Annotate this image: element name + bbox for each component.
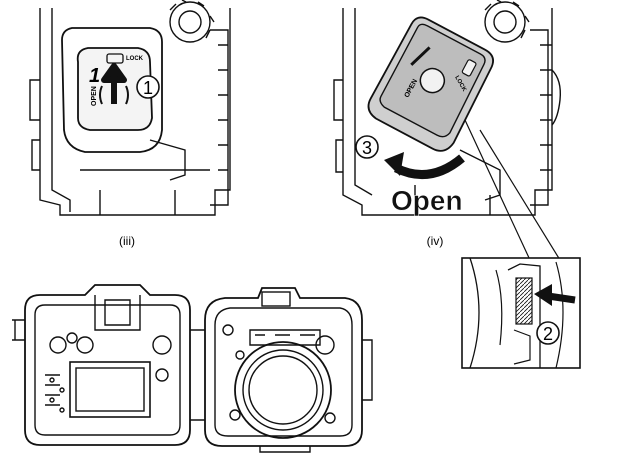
- open-action-label: Open: [391, 185, 463, 216]
- step-marker-2: 2: [536, 321, 560, 345]
- caption-iv: (iv): [427, 234, 444, 248]
- step-marker-2-number: 2: [543, 324, 553, 344]
- step-marker-1: 1: [136, 75, 160, 99]
- open-housing-rear-door: [12, 284, 191, 446]
- knob-open-label-iii: OPEN: [91, 86, 98, 106]
- panel-iii-housing: [29, 0, 231, 216]
- panel-iv-housing: [333, 0, 562, 261]
- rotate-arrow: [384, 152, 465, 179]
- step-marker-3-number: 3: [362, 138, 372, 158]
- step-marker-1-number: 1: [143, 78, 153, 98]
- caption-iii: (iii): [119, 234, 135, 248]
- open-housing-front-body: [190, 287, 373, 453]
- step-arrow-digit-iii: 1: [89, 65, 100, 87]
- step-marker-3: 3: [355, 135, 379, 159]
- knob-lock-label-iii: LOCK: [126, 56, 144, 62]
- lock-knob-iii: [76, 47, 153, 131]
- detail-inset: [461, 257, 581, 369]
- lock-knob-iv: [367, 16, 494, 152]
